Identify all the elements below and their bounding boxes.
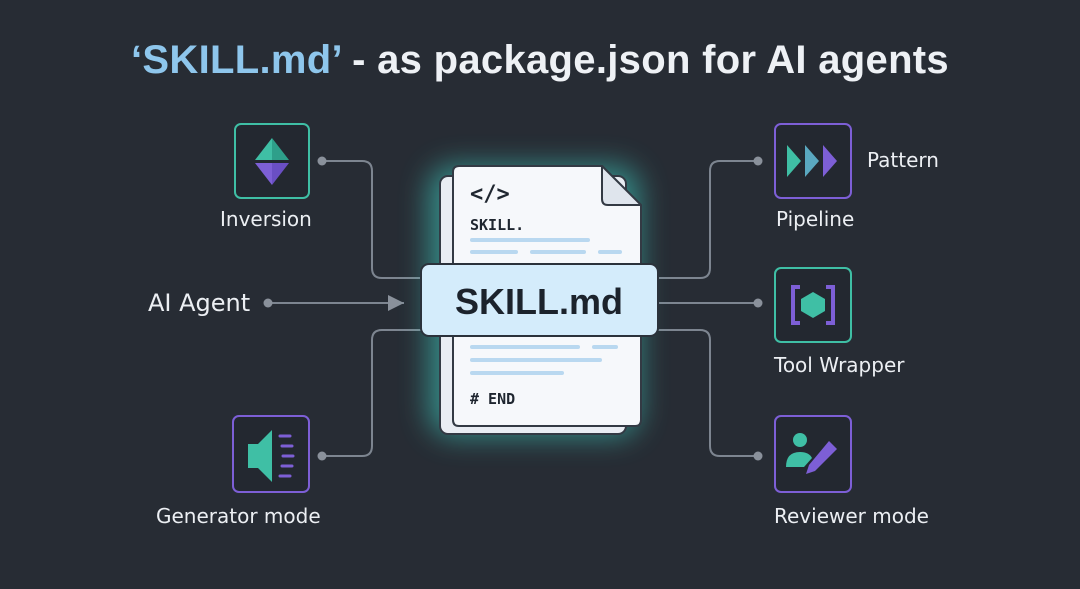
connector-dots	[263, 156, 763, 461]
connector-dot	[753, 298, 763, 308]
connectors	[268, 160, 758, 457]
text-line	[530, 250, 586, 254]
pattern-label: Pattern	[867, 148, 939, 172]
text-line	[470, 371, 564, 375]
text-line	[470, 358, 602, 362]
tool-wrapper-label: Tool Wrapper	[774, 353, 905, 377]
skill-badge-text: SKILL.md	[455, 281, 623, 322]
ai-agent-label: AI Agent	[148, 289, 251, 317]
connector-generator	[322, 329, 424, 457]
text-line	[470, 345, 580, 349]
document-header-text: SKILL.	[470, 216, 524, 234]
inversion-icon	[234, 123, 310, 199]
generator-label: Generator mode	[156, 504, 321, 528]
skill-badge: SKILL.md	[420, 263, 659, 337]
pipeline-label: Pipeline	[776, 207, 855, 231]
text-line	[592, 345, 618, 349]
text-line	[470, 238, 590, 242]
connector-pipeline	[658, 160, 758, 279]
reviewer-icon	[774, 415, 852, 493]
title: ‘SKILL.md’ - as package.json for AI agen…	[0, 38, 1080, 83]
connector-dot	[317, 451, 327, 461]
document-fold	[601, 165, 642, 206]
reviewer-label: Reviewer mode	[774, 504, 929, 528]
text-line	[598, 250, 622, 254]
title-highlight: ‘SKILL.md’	[131, 38, 341, 82]
connector-dot	[753, 156, 763, 166]
document-footer-text: # END	[470, 390, 515, 408]
tool-wrapper-icon	[774, 267, 852, 343]
connector-inversion	[322, 160, 424, 279]
generator-icon	[232, 415, 310, 493]
inversion-label: Inversion	[220, 207, 312, 231]
code-tag-text: </>	[470, 182, 510, 207]
document-text-lines	[470, 238, 622, 375]
text-line	[470, 250, 518, 254]
connector-dot	[753, 451, 763, 461]
title-rest: - as package.json for AI agents	[340, 38, 949, 82]
connector-dot	[263, 298, 273, 308]
connector-dot	[317, 156, 327, 166]
connector-reviewer	[658, 329, 758, 457]
pipeline-icon	[774, 123, 852, 199]
